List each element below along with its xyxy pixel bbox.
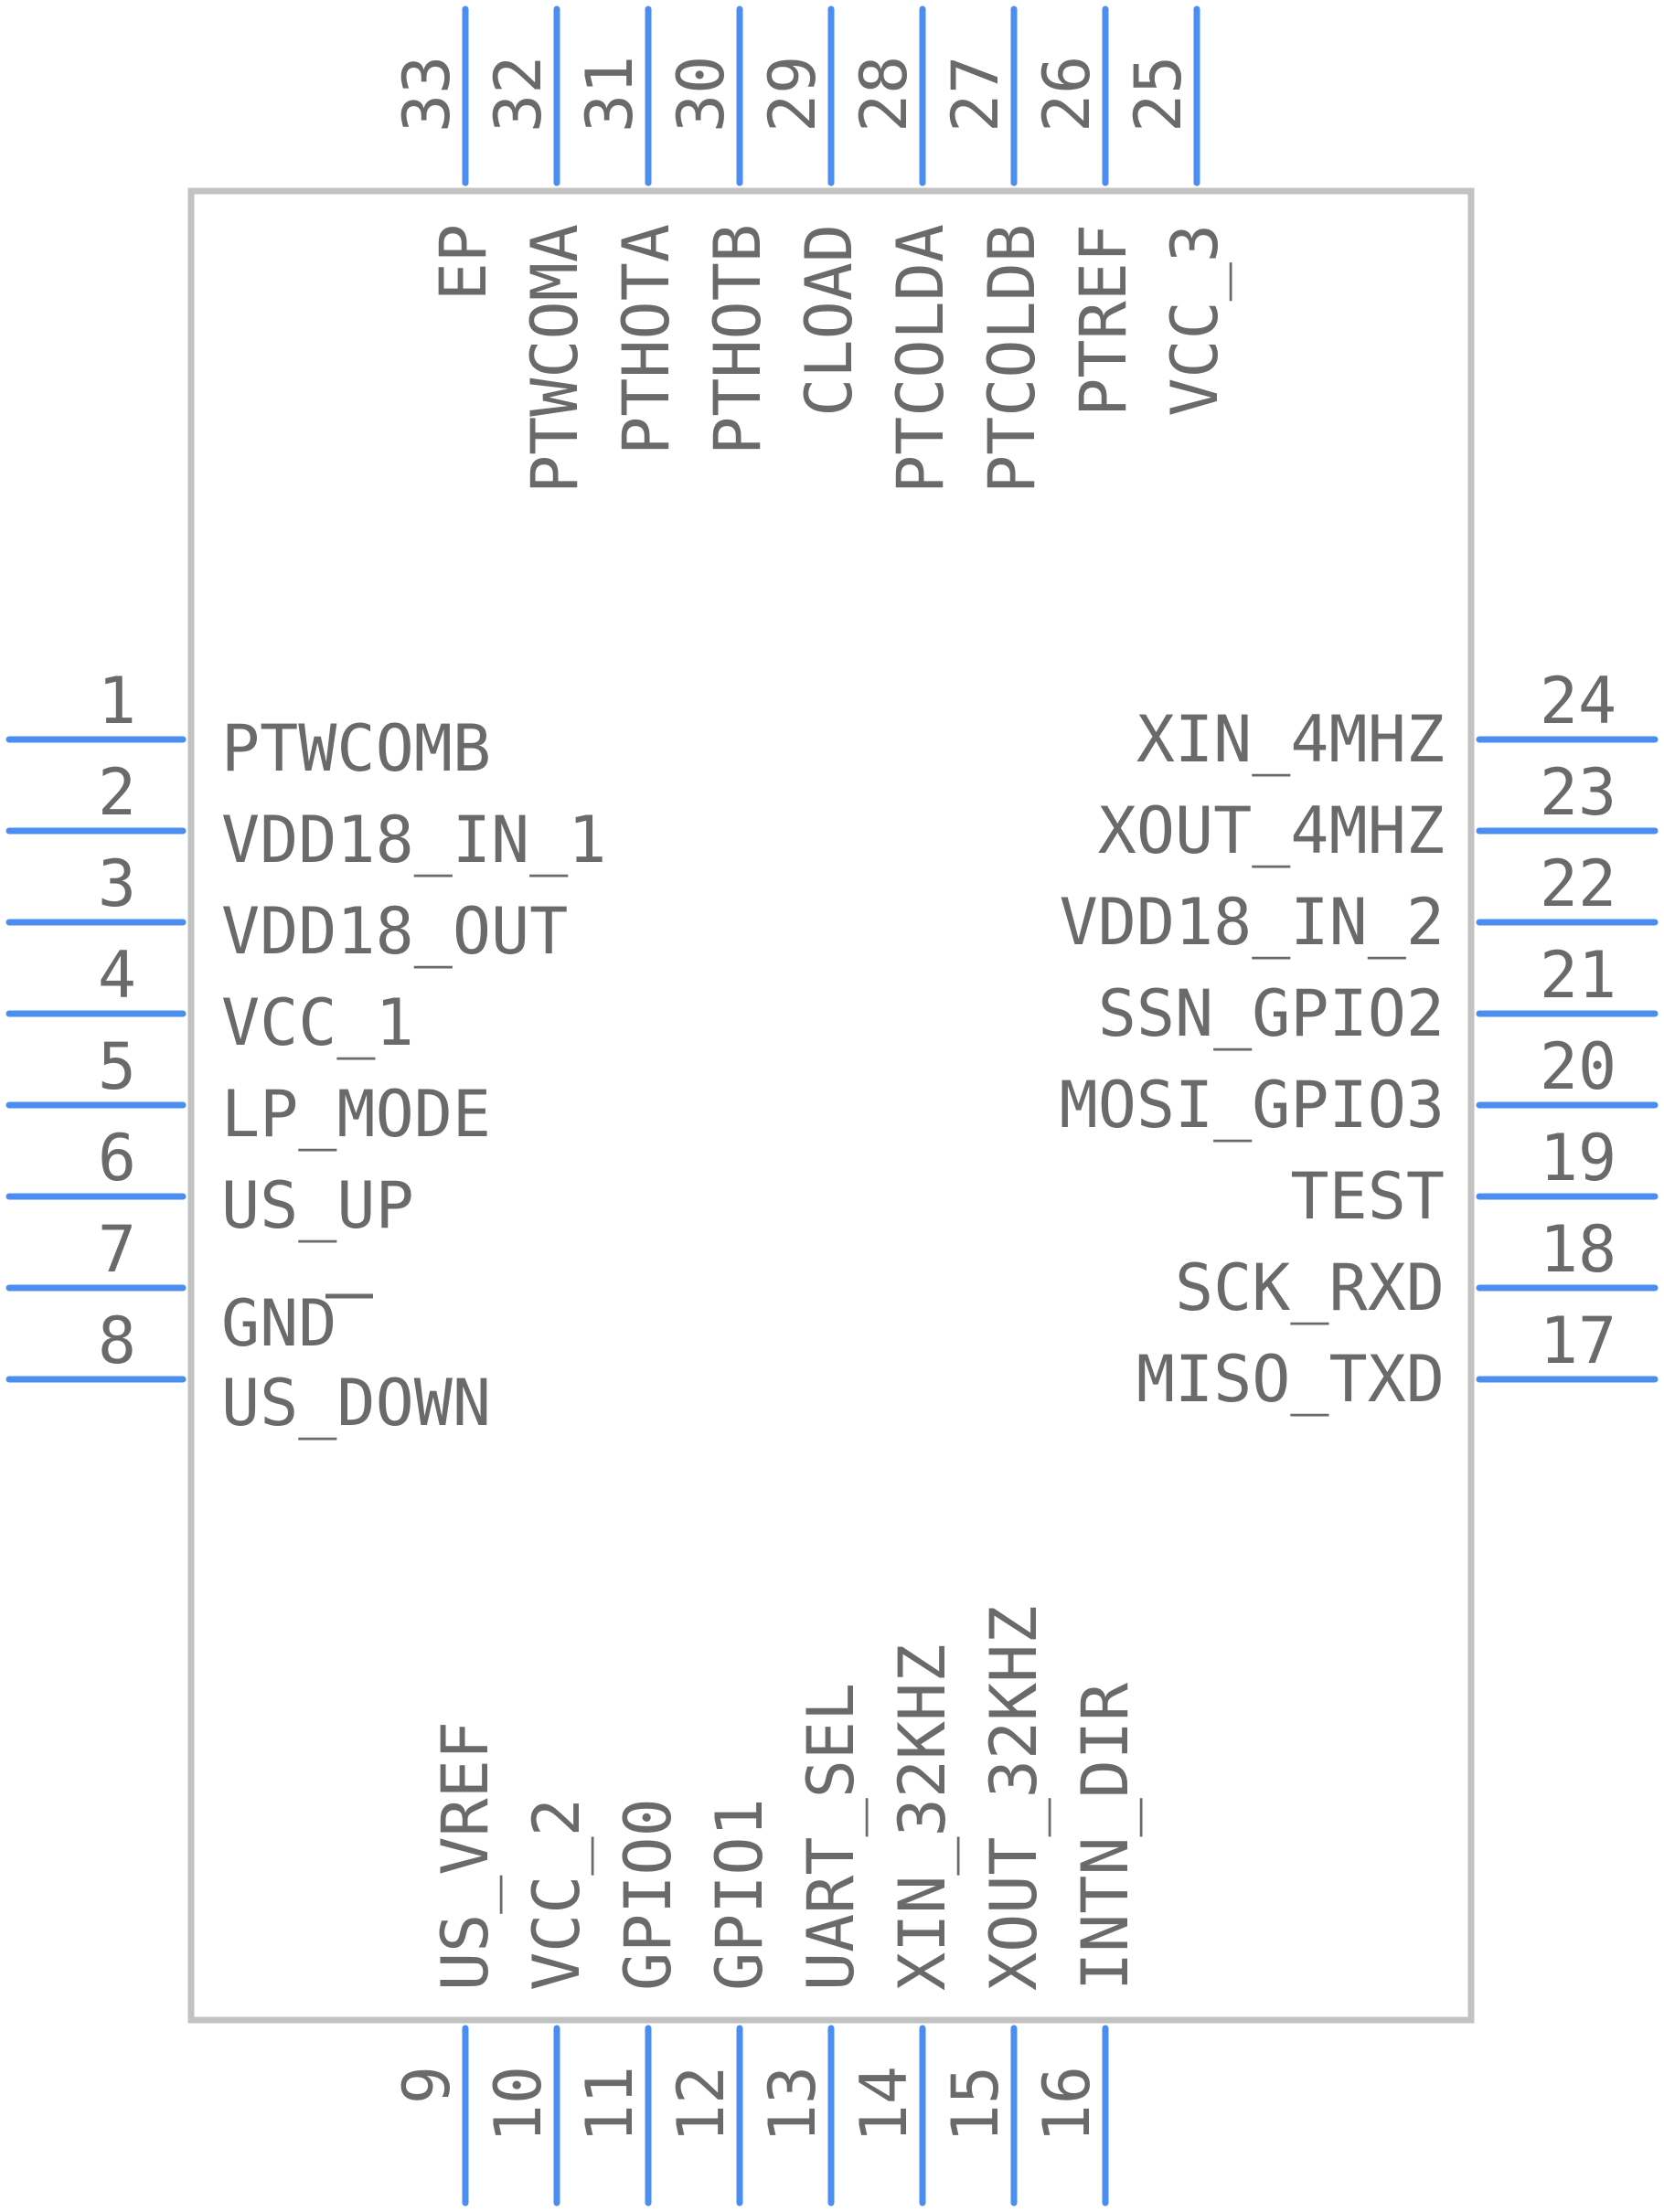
pin-13-number: 13 xyxy=(755,2066,830,2143)
pin-20-number: 20 xyxy=(1540,1029,1616,1104)
pin-20-label: MOSI_GPIO3 xyxy=(1060,1068,1445,1143)
pin-5-label: LP_MODE xyxy=(221,1077,491,1152)
pin-16-label: INTN_DIR xyxy=(1068,1682,1143,1991)
pin-8-label: US_DOWN xyxy=(221,1366,491,1441)
pin-21-label: SSN_GPIO2 xyxy=(1098,976,1445,1051)
pin-25-label: VCC_3 xyxy=(1157,224,1232,417)
pin-22-label: VDD18_IN_2 xyxy=(1060,885,1445,960)
pin-15-label: XOUT_32KHZ xyxy=(976,1606,1051,1991)
pin-14-number: 14 xyxy=(847,2066,922,2143)
pin-9-number: 9 xyxy=(389,2066,464,2104)
pin-31-number: 31 xyxy=(572,56,647,133)
pin-24-label: XIN_4MHZ xyxy=(1136,702,1445,777)
pin-32-label: PTWCOMA xyxy=(517,224,592,494)
pin-10-number: 10 xyxy=(481,2066,556,2143)
pin-3-number: 3 xyxy=(98,846,136,921)
pin-32-number: 32 xyxy=(481,56,556,133)
pin-24-number: 24 xyxy=(1540,664,1616,739)
pin-23-label: XOUT_4MHZ xyxy=(1098,793,1445,868)
pin-25-number: 25 xyxy=(1121,56,1196,133)
pin-33-label: EP xyxy=(426,224,501,301)
pin-2-number: 2 xyxy=(98,755,136,830)
pin-4-label: VCC_1 xyxy=(221,985,414,1060)
pin-26-label: PTREF xyxy=(1066,224,1141,417)
pin-29-label: CLOAD xyxy=(792,224,867,417)
pin-26-number: 26 xyxy=(1029,56,1104,133)
pin-5-number: 5 xyxy=(98,1029,136,1104)
pin-19-label: TEST xyxy=(1290,1159,1445,1234)
pins-layer xyxy=(5,5,1659,2207)
pin-18-number: 18 xyxy=(1540,1212,1616,1287)
pin-14-label: XIN_32KHZ xyxy=(885,1644,960,1991)
pin-8-number: 8 xyxy=(98,1303,136,1378)
pin-18-label: SCK_RXD xyxy=(1175,1250,1445,1325)
pin-30-number: 30 xyxy=(664,56,739,133)
pin-15-number: 15 xyxy=(938,2066,1013,2143)
pin-1-number: 1 xyxy=(98,664,136,739)
ic-body xyxy=(187,187,1475,2024)
pin-29-number: 29 xyxy=(755,56,830,133)
pin-3-label: VDD18_OUT xyxy=(221,894,568,969)
pin-7-label: GND xyxy=(221,1286,336,1361)
pin-28-label: PTCOLDA xyxy=(883,224,958,494)
pin-9-label: US_VREF xyxy=(428,1721,503,1991)
pin-21-number: 21 xyxy=(1540,938,1616,1013)
pin-10-label: VCC_2 xyxy=(519,1798,594,1991)
pin-4-number: 4 xyxy=(98,938,136,1013)
pin-6-label: US_UP xyxy=(221,1168,414,1243)
pin-16-number: 16 xyxy=(1029,2066,1104,2143)
pin-2-label: VDD18_IN_1 xyxy=(221,803,606,877)
pin-17-number: 17 xyxy=(1540,1303,1616,1378)
pin-28-number: 28 xyxy=(847,56,922,133)
pin-22-number: 22 xyxy=(1540,846,1616,921)
pin-1-label: PTWCOMB xyxy=(221,711,491,786)
pin-17-label: MISO_TXD xyxy=(1136,1342,1445,1417)
pin-6-number: 6 xyxy=(98,1121,136,1196)
pin-19-number: 19 xyxy=(1540,1121,1616,1196)
pin-27-label: PTCOLDB xyxy=(975,224,1050,494)
pin-11-number: 11 xyxy=(572,2066,647,2143)
pin-27-number: 27 xyxy=(938,56,1013,133)
pin-31-label: PTHOTA xyxy=(609,224,684,455)
pin-23-number: 23 xyxy=(1540,755,1616,830)
pin-33-number: 33 xyxy=(389,56,464,133)
pin-12-label: GPIO1 xyxy=(702,1798,777,1991)
pin-12-number: 12 xyxy=(664,2066,739,2143)
pin-11-label: GPIO0 xyxy=(611,1798,686,1991)
pin-13-label: UART_SEL xyxy=(794,1683,869,1991)
pin-7-number: 7 xyxy=(98,1212,136,1287)
pin-30-label: PTHOTB xyxy=(700,224,775,455)
